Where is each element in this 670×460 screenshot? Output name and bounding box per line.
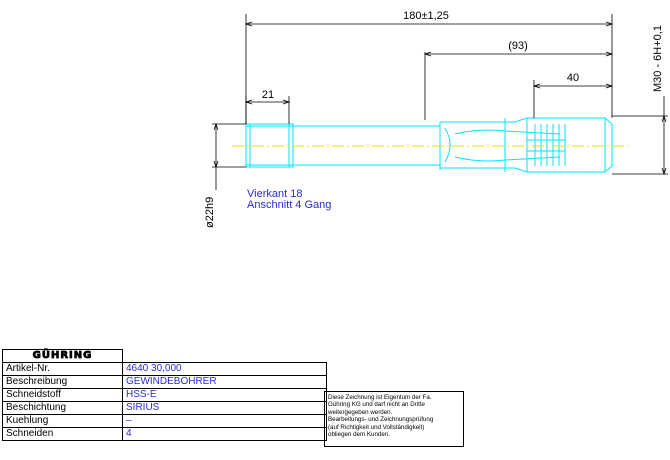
shank-length-label: (93) (508, 40, 528, 52)
coating-value: SIRIUS (122, 401, 327, 415)
description-value: GEWINDEBOHRER (122, 375, 327, 389)
description-label: Beschreibung (2, 375, 123, 389)
title-row-coating: Beschichtung SIRIUS (2, 401, 327, 415)
dimension-lines (212, 14, 668, 190)
note-chamfer: Anschnitt 4 Gang (247, 199, 331, 211)
title-row-description: Beschreibung GEWINDEBOHRER (2, 375, 327, 389)
material-label: Schneidstoff (2, 388, 123, 402)
square-length-label: 21 (262, 89, 274, 101)
title-row-material: Schneidstoff HSS-E (2, 388, 327, 402)
article-label: Artikel-Nr. (2, 362, 123, 376)
cooling-value: – (122, 414, 327, 428)
cooling-label: Kuehlung (2, 414, 123, 428)
material-value: HSS-E (122, 388, 327, 402)
coating-label: Beschichtung (2, 401, 123, 415)
tool-outline (245, 117, 613, 173)
article-value: 4640 30,000 (122, 362, 327, 376)
title-row-flutes: Schneiden 4 (2, 427, 327, 441)
ownership-notice: Diese Zeichnung ist Eigentum der Fa. Güh… (324, 391, 464, 447)
shank-diameter-label: ø22h9 (204, 197, 216, 228)
flutes-value: 4 (122, 427, 327, 441)
title-row-article: Artikel-Nr. 4640 30,000 (2, 362, 327, 376)
title-row-cooling: Kuehlung – (2, 414, 327, 428)
title-block: GÜHRING Artikel-Nr. 4640 30,000 Beschrei… (2, 349, 327, 441)
overall-length-label: 180±1,25 (403, 10, 449, 22)
note-square-size: Vierkant 18 (247, 188, 302, 200)
company-logo: GÜHRING (2, 349, 123, 363)
thread-size-label: M30 - 6H+0,1 (652, 25, 664, 92)
flutes-label: Schneiden (2, 427, 123, 441)
thread-length-label: 40 (567, 72, 579, 84)
